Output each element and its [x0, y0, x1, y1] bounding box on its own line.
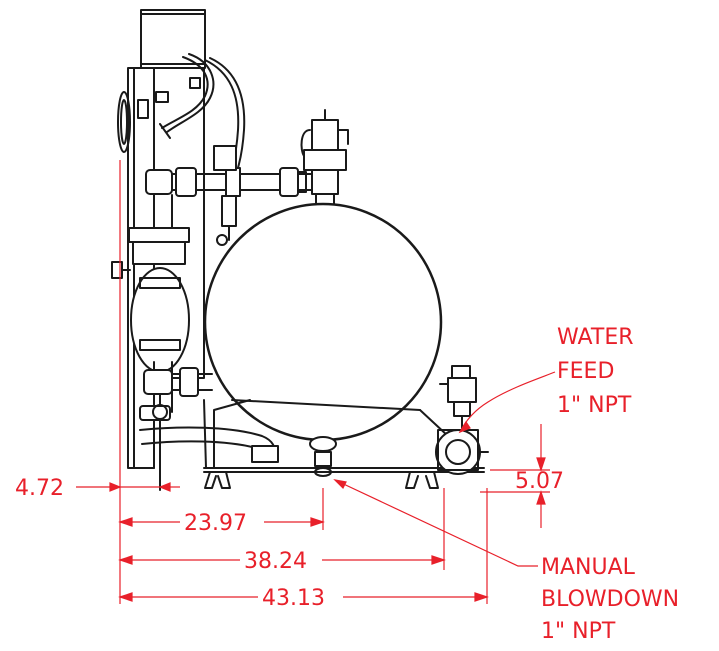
blowdown-fitting: [309, 436, 337, 477]
flexible-hose: [139, 426, 279, 491]
control-panel: [127, 67, 205, 469]
water-feed-leader: [458, 371, 556, 434]
dim-height-right: [480, 424, 550, 528]
dim-width-a: [118, 517, 325, 527]
dim-width-b: [118, 555, 446, 565]
label-width-b: 38.24: [244, 549, 307, 574]
blowdown-line-2: BLOWDOWN: [541, 587, 679, 612]
label-left-offset: 4.72: [15, 476, 64, 501]
pump-column: [128, 194, 190, 413]
feed-pump: [435, 429, 489, 475]
motor-housing: [140, 9, 206, 69]
manual-blowdown-callout: MANUAL BLOWDOWN 1" NPT: [541, 555, 679, 644]
blowdown-line-3: 1" NPT: [541, 619, 616, 644]
water-feed-callout: WATER FEED 1" NPT: [557, 325, 634, 418]
dim-left-offset: [76, 482, 180, 492]
upper-piping: [145, 145, 319, 197]
blowdown-line-1: MANUAL: [541, 555, 636, 580]
feed-valve-stack: [439, 365, 477, 429]
label-width-a: 23.97: [184, 511, 247, 536]
side-handle: [111, 261, 131, 279]
lower-piping: [139, 367, 213, 421]
water-feed-line-2: FEED: [557, 359, 614, 384]
water-feed-line-1: WATER: [557, 325, 634, 350]
side-gauge: [117, 91, 131, 153]
relief-valve-assembly: [300, 109, 349, 213]
dimension-layer: [76, 160, 556, 604]
water-feed-line-3: 1" NPT: [557, 393, 632, 418]
blowdown-leader: [333, 479, 538, 567]
label-width-c: 43.13: [262, 586, 325, 611]
sensor-probes: [216, 195, 237, 246]
label-height-right: 5.07: [515, 469, 564, 494]
boiler-assembly: [111, 9, 489, 491]
dimension-labels: 4.72 23.97 38.24 43.13 5.07: [15, 469, 564, 611]
dim-width-c: [118, 592, 489, 602]
